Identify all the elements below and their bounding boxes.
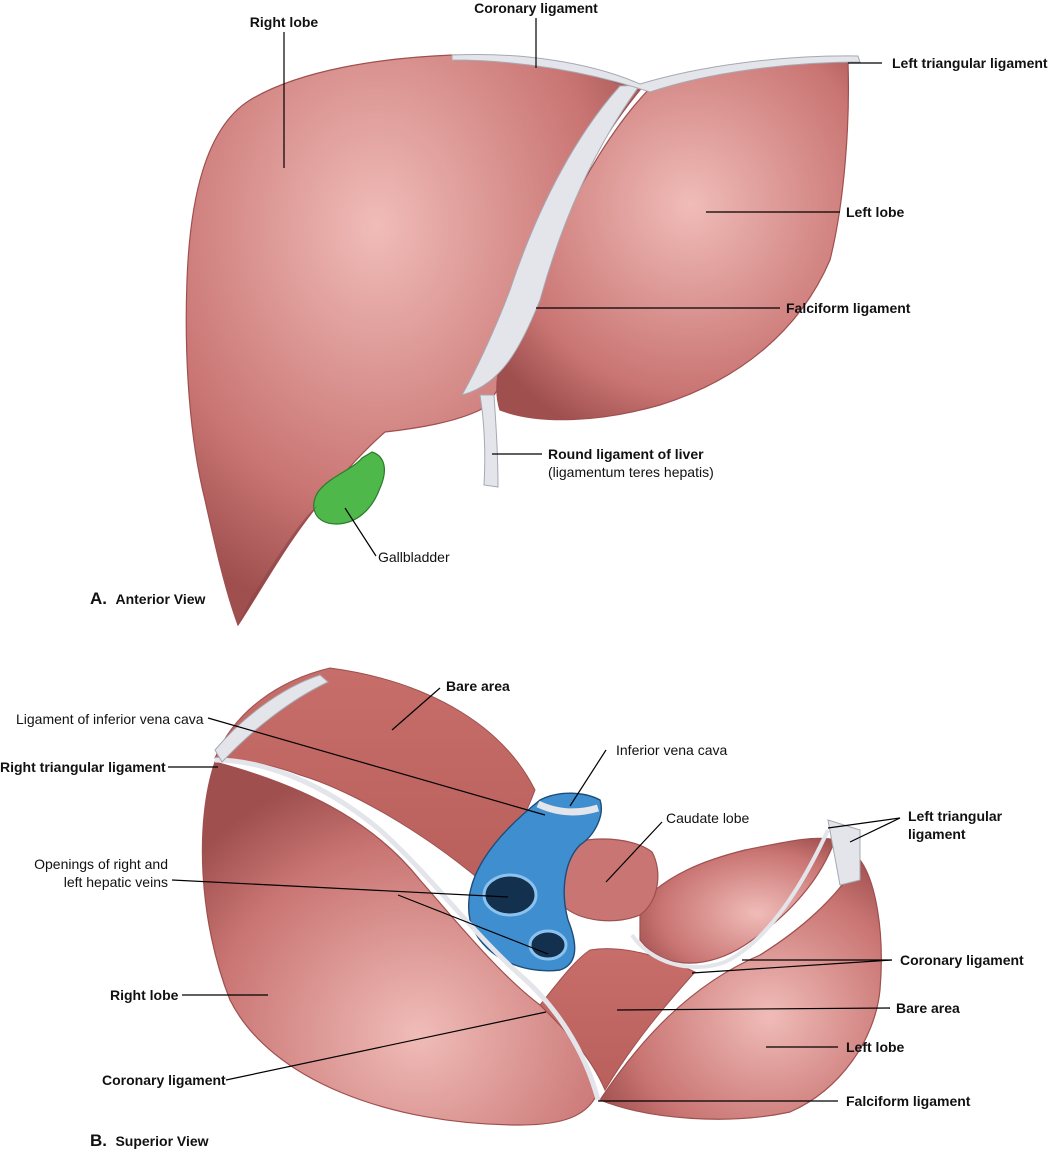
label-b-bare-area-bottom: Bare area: [896, 1000, 960, 1016]
label-a-round-ligament-sub: (ligamentum teres hepatis): [548, 464, 714, 480]
leader-b-coronary-right-1: [691, 959, 893, 974]
label-a-round-ligament: Round ligament of liver: [548, 446, 704, 462]
label-b-falciform: Falciform ligament: [846, 1093, 971, 1109]
superior-coronary-ligament-edge: [214, 757, 601, 1101]
label-a-falciform-ligament: Falciform ligament: [786, 300, 911, 316]
leader-a-gallbladder: [344, 507, 377, 557]
anterior-falciform-ligament: [460, 84, 642, 396]
view-title-a-text: Anterior View: [115, 591, 205, 607]
view-title-b-text: Superior View: [115, 1133, 208, 1149]
superior-ligament-ivc: [536, 800, 600, 816]
label-b-ligament-ivc: Ligament of inferior vena cava: [16, 711, 204, 727]
superior-left-triangular-ligament: [827, 819, 861, 886]
anterior-view: Right lobe Coronary ligament Left triang…: [90, 0, 1048, 627]
superior-bare-area-bottom: [539, 948, 696, 1092]
superior-view: Bare area Ligament of inferior vena cava…: [0, 667, 1024, 1150]
label-b-left-triangular-2: ligament: [908, 826, 966, 842]
label-b-openings-2: left hepatic veins: [64, 874, 168, 890]
label-b-coronary-right: Coronary ligament: [900, 952, 1024, 968]
anterior-round-ligament: [479, 394, 499, 488]
leader-b-ivc: [569, 749, 607, 807]
leader-b-openings-1: [171, 879, 509, 898]
anterior-gallbladder: [313, 451, 386, 525]
label-b-right-lobe: Right lobe: [110, 987, 179, 1003]
superior-right-triangular-ligament: [214, 674, 329, 763]
leader-b-ligament-ivc: [207, 717, 546, 816]
leader-b-left-triangular-2: [849, 817, 901, 843]
superior-left-lobe: [599, 858, 882, 1120]
leader-b-coronary-bottom: [225, 1011, 547, 1081]
label-a-left-triangular-ligament: Left triangular ligament: [892, 55, 1048, 71]
leader-b-left-triangular-1: [827, 817, 901, 829]
leader-b-caudate: [605, 821, 663, 883]
leader-b-bare-area-bottom: [616, 1007, 891, 1011]
label-a-gallbladder: Gallbladder: [378, 549, 450, 565]
label-b-ivc: Inferior vena cava: [616, 742, 727, 758]
label-b-right-triangular: Right triangular ligament: [0, 759, 166, 775]
label-b-left-triangular-1: Left triangular: [908, 808, 1003, 824]
label-a-left-lobe: Left lobe: [846, 204, 905, 220]
leader-b-bare-area-top: [391, 687, 441, 731]
view-letter-b: B.: [90, 1131, 107, 1150]
label-b-left-lobe: Left lobe: [846, 1039, 905, 1055]
label-b-caudate-lobe: Caudate lobe: [666, 810, 750, 826]
superior-coronary-ligament-left-edge: [630, 829, 830, 970]
view-title-anterior: A. Anterior View: [90, 589, 206, 608]
superior-inferior-vena-cava: [468, 792, 602, 972]
view-letter-a: A.: [90, 589, 107, 608]
superior-hepatic-vein-opening-left: [528, 929, 568, 961]
label-a-coronary-ligament: Coronary ligament: [474, 0, 598, 16]
anterior-coronary-ligament: [451, 54, 861, 93]
label-b-openings-1: Openings of right and: [34, 856, 168, 872]
label-b-coronary-bottom: Coronary ligament: [102, 1072, 226, 1088]
label-a-right-lobe: Right lobe: [250, 14, 319, 30]
superior-right-lobe: [201, 761, 596, 1126]
view-title-superior: B. Superior View: [90, 1131, 209, 1150]
leader-b-openings-2: [397, 894, 549, 955]
superior-hepatic-vein-opening-right: [482, 873, 538, 917]
label-b-bare-area-top: Bare area: [446, 678, 510, 694]
